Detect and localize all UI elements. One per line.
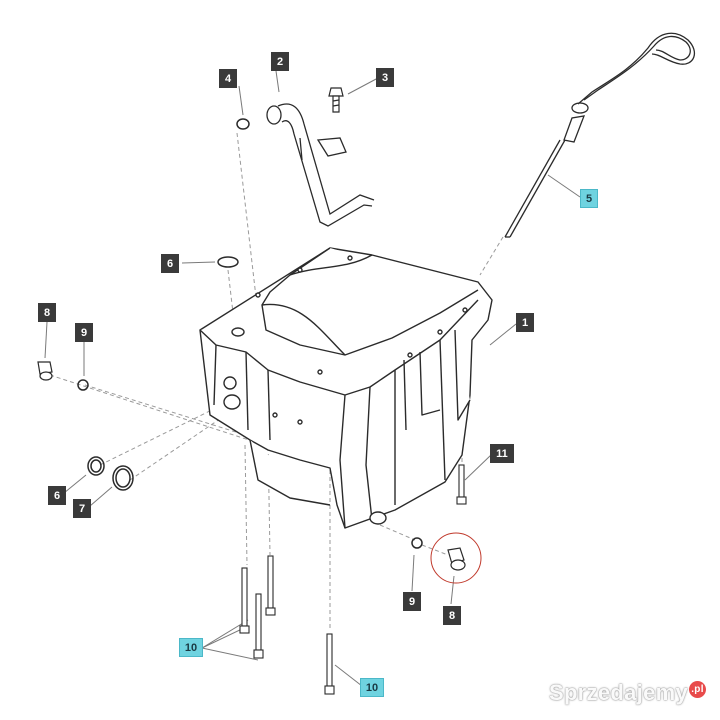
- callout-5: 5: [580, 189, 598, 208]
- callout-4: 4: [219, 69, 237, 88]
- callout-7: 7: [73, 499, 91, 518]
- long-bolts: [239, 464, 467, 695]
- oil-pan: [199, 247, 493, 529]
- callout-9-left: 9: [75, 323, 93, 342]
- callout-8-bottom: 8: [443, 606, 461, 625]
- callout-10-left: 10: [179, 638, 203, 657]
- watermark-text: Sprzedajemy: [548, 680, 688, 705]
- bolt-3: [328, 87, 344, 113]
- callout-9-bottom: 9: [403, 592, 421, 611]
- highlight-circle-marker: [430, 532, 482, 584]
- watermark-logo: Sprzedajemy.pl: [549, 680, 706, 706]
- o-rings: [77, 118, 423, 549]
- watermark-suffix-badge: .pl: [689, 680, 706, 698]
- callout-6-top: 6: [161, 254, 179, 273]
- callout-1: 1: [516, 313, 534, 332]
- callout-2: 2: [271, 52, 289, 71]
- dipstick: [504, 32, 696, 238]
- callout-8-left: 8: [38, 303, 56, 322]
- callout-10-bottom: 10: [360, 678, 384, 697]
- callout-11: 11: [490, 444, 514, 463]
- breather-pipe: [266, 103, 375, 227]
- callout-3: 3: [376, 68, 394, 87]
- callout-6-left: 6: [48, 486, 66, 505]
- drain-plugs: [37, 361, 466, 571]
- leader-lines: [44, 70, 581, 687]
